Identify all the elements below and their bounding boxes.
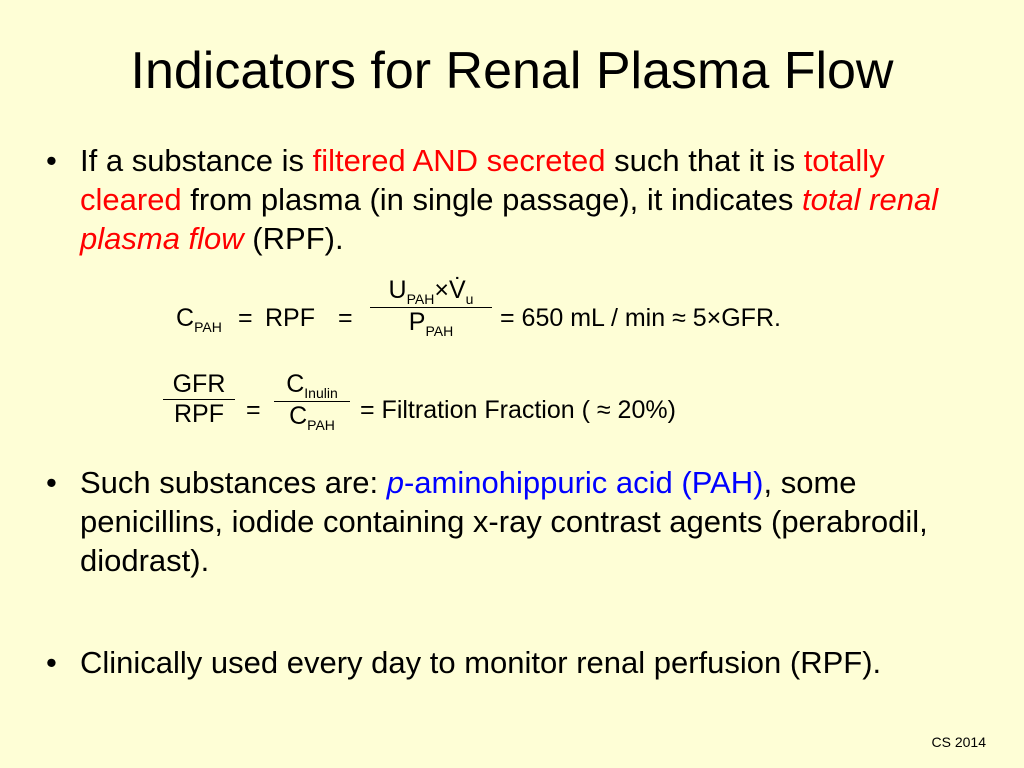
- eq1-equals-1: =: [238, 304, 253, 332]
- math-subscript: PAH: [194, 319, 222, 335]
- text-run: such that it is: [605, 143, 804, 178]
- highlight-filtered-secreted: filtered AND secreted: [312, 143, 606, 178]
- math-subscript: PAH: [307, 417, 335, 433]
- math-symbol: C: [289, 402, 308, 430]
- math-symbol: C: [286, 370, 305, 398]
- fraction-bar: [370, 307, 492, 308]
- highlight-pah: -aminohippuric acid (PAH): [403, 465, 764, 500]
- bullet-3-text: Clinically used every day to monitor ren…: [80, 645, 882, 680]
- text-run: If a substance is: [80, 143, 313, 178]
- bullet-3: • Clinically used every day to monitor r…: [46, 643, 976, 682]
- slide-title: Indicators for Renal Plasma Flow: [130, 42, 894, 100]
- math-subscript: Inulin: [304, 385, 338, 401]
- eq1-denominator: PPAH: [370, 308, 492, 339]
- math-subscript: u: [465, 291, 474, 307]
- math-subscript: PAH: [406, 291, 435, 307]
- eq2-equals: =: [246, 396, 261, 424]
- text-run: , some penicillins, iodide containing x-…: [80, 465, 928, 578]
- eq2-left-fraction: GFR RPF: [163, 370, 235, 429]
- eq2-left-denominator: RPF: [174, 400, 224, 428]
- eq1-rhs: = 650 mL / min ≈ 5×GFR.: [500, 304, 781, 332]
- eq1-numerator: UPAH×V̇u: [370, 276, 492, 307]
- text-run: from plasma (in single passage), it indi…: [181, 182, 802, 217]
- eq1-rpf: RPF: [265, 304, 315, 332]
- math-symbol: P: [408, 308, 426, 336]
- eq2-mid-denominator: CPAH: [274, 402, 350, 433]
- text-run: Such substances are:: [80, 465, 387, 500]
- math-operator: ×: [434, 276, 449, 304]
- footer-credit: CS 2014: [931, 734, 986, 750]
- math-symbol: U: [388, 276, 407, 304]
- highlight-total-rpf: total renal plasma flow: [80, 182, 939, 256]
- bullet-1-text: If a substance is filtered AND secreted …: [80, 141, 976, 258]
- bullet-2: • Such substances are: p-aminohippuric a…: [46, 463, 976, 580]
- math-symbol: C: [176, 304, 195, 332]
- fraction-bar: [163, 399, 235, 400]
- fraction-bar: [274, 401, 350, 402]
- eq2-rhs: = Filtration Fraction ( ≈ 20%): [360, 396, 676, 424]
- highlight-totally-cleared: totally cleared: [80, 143, 885, 217]
- eq1-c-pah: CPAH: [176, 304, 222, 335]
- eq2-mid-numerator: CInulin: [274, 370, 350, 401]
- math-subscript: PAH: [425, 323, 454, 339]
- bullet-dot: •: [46, 465, 57, 500]
- eq1-equals-2: =: [338, 304, 353, 332]
- bullet-2-text: Such substances are: p-aminohippuric aci…: [80, 463, 976, 580]
- math-symbol: V̇: [448, 276, 466, 304]
- bullet-1: • If a substance is filtered AND secrete…: [46, 141, 976, 258]
- eq2-left-numerator: GFR: [172, 370, 226, 398]
- eq2-mid-fraction: CInulin CPAH: [274, 370, 350, 433]
- bullet-dot: •: [46, 143, 57, 178]
- highlight-p-italic: p: [386, 465, 404, 500]
- bullet-dot: •: [46, 645, 57, 680]
- eq1-fraction: UPAH×V̇u PPAH: [370, 276, 492, 339]
- text-run: (RPF).: [243, 221, 344, 256]
